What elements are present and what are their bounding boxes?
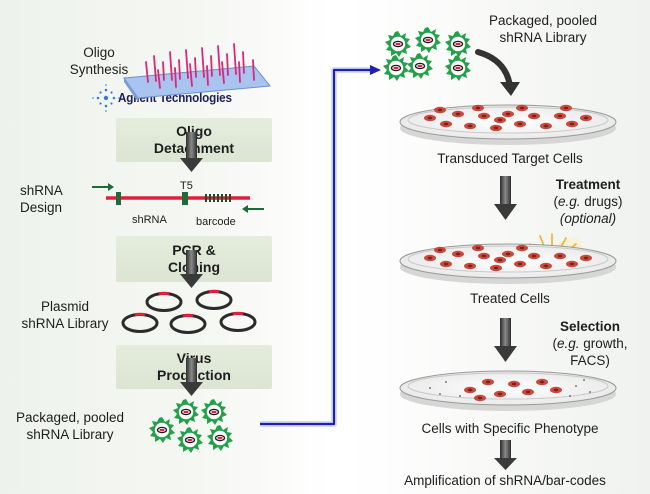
plasmid-library-label: Plasmid shRNA Library	[4, 298, 126, 332]
treatment-label: Treatment (e.g. drugs) (optional)	[532, 176, 644, 227]
selection-example-rest: growth,	[579, 336, 628, 351]
selection-title: Selection	[559, 319, 621, 334]
down-arrow-icon	[494, 176, 517, 220]
treated-cells-label: Treated Cells	[470, 291, 550, 306]
treated-dish-icon	[399, 232, 617, 284]
connector-arrow-icon	[260, 65, 381, 427]
t5-label: T5	[180, 180, 193, 192]
down-arrow-icon	[494, 318, 517, 362]
right-packaged-library-label: Packaged, pooled shRNA Library	[468, 12, 618, 46]
selection-example-eg: e.g.	[556, 336, 580, 351]
phenotype-dish-icon	[399, 370, 617, 411]
oligo-synthesis-line1: Oligo	[83, 45, 115, 60]
down-arrow-icon	[180, 250, 203, 288]
plasmid-library-line2: shRNA Library	[21, 316, 109, 331]
curved-arrow-icon	[475, 49, 520, 96]
selection-label: Selection (e.g. growth, FACS)	[534, 318, 646, 369]
right-virus-library-icon	[382, 26, 472, 82]
amplification-label: Amplification of shRNA/bar-codes	[404, 473, 606, 488]
forward-primer-icon	[92, 183, 114, 191]
shrna-design-line1: shRNA	[20, 183, 63, 198]
barcode-segment-label: barcode	[196, 216, 236, 228]
down-arrow-icon	[180, 132, 203, 172]
down-arrow-icon	[494, 440, 517, 470]
selection-example-prefix: (	[552, 336, 557, 351]
shrna-design-label: shRNA Design	[20, 182, 63, 216]
left-packaged-library-label: Packaged, pooled shRNA Library	[2, 409, 138, 443]
oligo-chip-icon	[123, 43, 271, 102]
treatment-example-eg: e.g.	[557, 194, 581, 209]
treatment-example: (e.g. drugs)	[532, 193, 644, 210]
transduced-cells-label: Transduced Target Cells	[437, 151, 583, 166]
left-packaged-library-line2: shRNA Library	[26, 427, 114, 442]
selection-example: (e.g. growth,	[534, 335, 646, 352]
plasmid-library-line1: Plasmid	[40, 299, 89, 314]
plasmid-library-icon	[121, 289, 257, 335]
shrna-construct-icon	[92, 183, 264, 213]
left-virus-library-icon	[148, 398, 234, 454]
agilent-logo-icon	[92, 84, 120, 112]
treatment-title: Treatment	[555, 177, 621, 192]
right-packaged-library-line1: Packaged, pooled	[488, 13, 598, 28]
down-arrow-icon	[180, 358, 203, 396]
left-packaged-library-line1: Packaged, pooled	[15, 410, 125, 425]
reverse-primer-icon	[242, 205, 264, 213]
right-packaged-library-line2: shRNA Library	[499, 30, 587, 45]
oligo-synthesis-line2: Synthesis	[69, 62, 129, 77]
treatment-optional: (optional)	[559, 211, 617, 226]
treatment-example-prefix: (	[553, 194, 558, 209]
shrna-design-line2: Design	[20, 200, 63, 215]
step-oligo-detachment-line1: Oligo	[176, 123, 212, 139]
selection-example-line2: FACS)	[570, 353, 610, 368]
oligo-synthesis-label: Oligo Synthesis	[64, 44, 134, 78]
shrna-segment-label: shRNA	[132, 214, 167, 226]
phenotype-cells-label: Cells with Specific Phenotype	[421, 421, 599, 436]
transduced-dish-icon	[399, 104, 617, 145]
treatment-example-rest: drugs)	[580, 194, 623, 209]
